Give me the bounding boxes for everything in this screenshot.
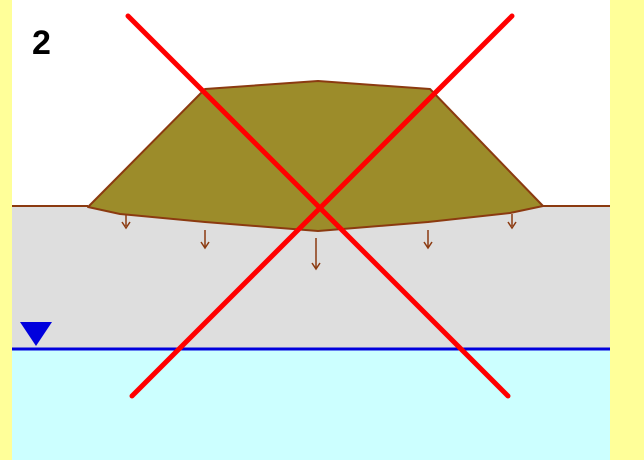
cross-out-mark-icon — [125, 13, 515, 399]
settlement-arrow — [507, 214, 517, 230]
groundwater-zone — [12, 349, 610, 460]
water-table-triangle-icon — [20, 322, 52, 346]
cross-stroke-2 — [129, 13, 515, 399]
settlement-arrow — [423, 230, 433, 250]
settlement-arrow — [200, 230, 210, 250]
settlement-arrows — [121, 214, 517, 271]
step-number: 2 — [32, 24, 51, 62]
cross-stroke-1 — [125, 13, 511, 399]
settlement-arrow — [121, 214, 131, 230]
settlement-arrow — [311, 238, 321, 271]
embankment-shape — [87, 80, 544, 232]
